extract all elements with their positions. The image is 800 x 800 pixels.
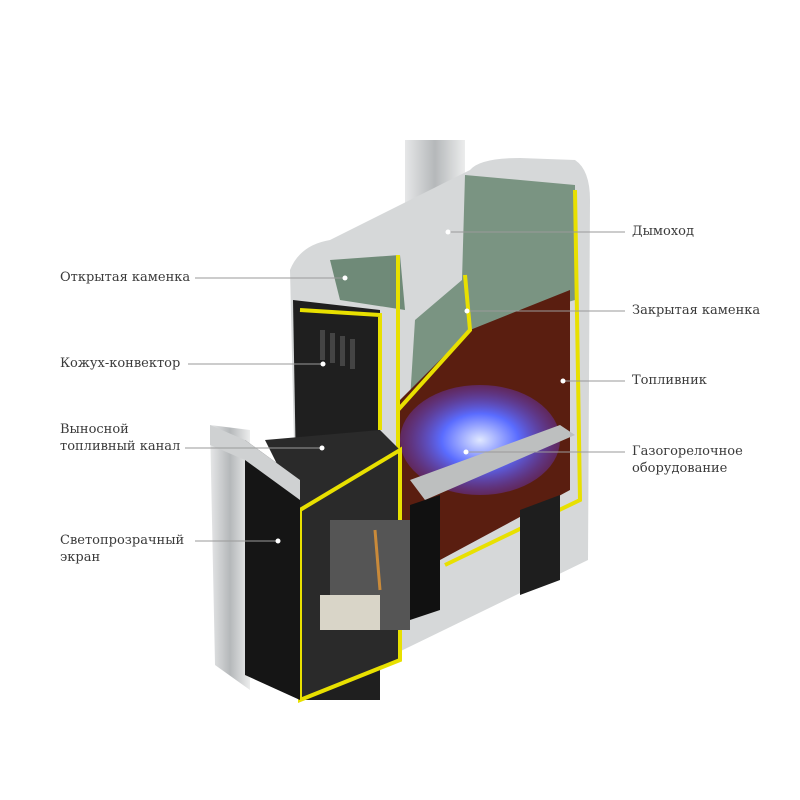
label-convector-casing: Кожух-конвектор <box>60 356 181 371</box>
label-gas-burner-line2: оборудование <box>632 461 728 476</box>
gas-flame <box>400 385 560 495</box>
label-remote-fuel-channel-line2: топливный канал <box>60 439 181 454</box>
leader-lines <box>185 231 625 542</box>
gas-burner-equipment <box>320 495 440 630</box>
label-open-stones: Открытая каменка <box>60 270 191 285</box>
leader-dots <box>275 229 566 544</box>
label-remote-fuel-channel: Выносной топливный канал <box>60 421 180 455</box>
label-glass-screen: Светопрозрачный экран <box>60 532 184 566</box>
label-glass-screen-line1: Светопрозрачный <box>60 533 185 548</box>
stove-legs <box>520 495 560 595</box>
glass-screen <box>210 425 300 700</box>
label-chimney: Дымоход <box>632 224 695 239</box>
label-gas-burner: Газогорелочное оборудование <box>632 443 743 477</box>
label-gas-burner-line1: Газогорелочное <box>632 444 743 459</box>
label-firebox: Топливник <box>632 373 707 388</box>
burner-shelf <box>410 425 575 500</box>
label-remote-fuel-channel-line1: Выносной <box>60 422 129 437</box>
label-closed-stones: Закрытая каменка <box>632 303 761 318</box>
closed-stones <box>410 175 575 400</box>
label-glass-screen-line2: экран <box>60 550 101 565</box>
convector-slots <box>320 330 355 369</box>
open-stones <box>330 255 405 310</box>
